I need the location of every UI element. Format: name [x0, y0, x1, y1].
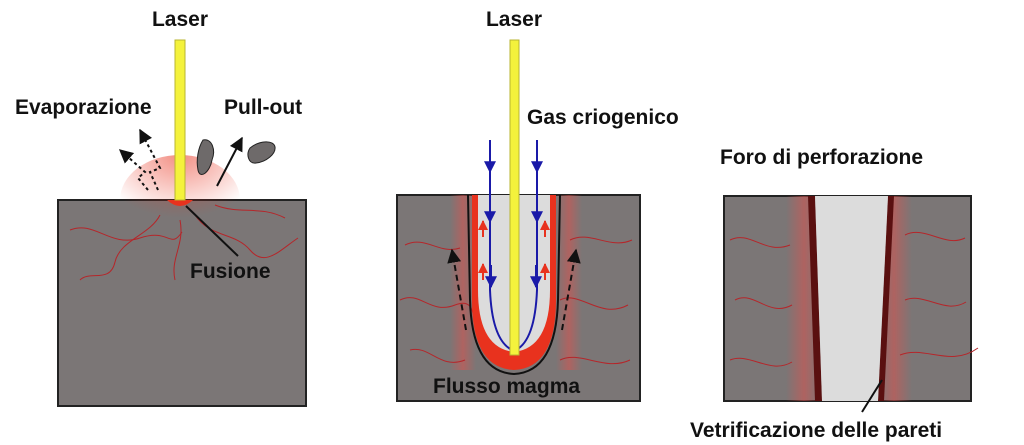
- evaporation-arrow: [139, 128, 162, 191]
- borehole-title: Foro di perforazione: [720, 146, 923, 169]
- magma-flow-arrow: [561, 248, 581, 331]
- vitrification-pointer: [861, 379, 883, 413]
- evaporation-label: Evaporazione: [15, 96, 152, 119]
- magma-label: Flusso magma: [433, 375, 580, 398]
- evaporation-arrow: [118, 149, 149, 191]
- laser-label: Laser: [152, 8, 208, 31]
- micro-cracks: [729, 231, 979, 367]
- borehole: [815, 196, 888, 401]
- pullout-arrow: [216, 136, 243, 187]
- fusion-label: Fusione: [190, 260, 271, 283]
- gas-flow-arrow: [515, 140, 538, 351]
- vitrification-label: Vetrificazione delle pareti: [690, 419, 942, 442]
- melt-pool: [167, 200, 193, 206]
- panel-borehole: Foro di perforazione Vetrificazione dell…: [690, 146, 979, 442]
- vitrified-wall-left: [808, 196, 822, 401]
- borehole-rim: [467, 194, 561, 376]
- panel-cryogenic-drilling: Laser Gas criogenico Flusso magma: [396, 8, 679, 402]
- heat-zone-left: [450, 195, 476, 370]
- laser-beam: [509, 39, 520, 356]
- laser-label: Laser: [486, 8, 542, 31]
- vitrified-wall-right: [878, 196, 894, 401]
- micro-cracks: [69, 204, 299, 281]
- laser-beam: [174, 39, 186, 201]
- pullout-fragment: [196, 139, 215, 175]
- pullout-label: Pull-out: [224, 96, 302, 119]
- fusion-pointer: [185, 205, 239, 257]
- panel-surface-ablation: Laser Evaporazione Pull-out Fusione: [15, 8, 307, 407]
- pullout-fragment: [247, 141, 276, 164]
- gas-flow-arrow: [489, 140, 513, 351]
- magma-flow-arrow: [447, 248, 467, 331]
- gas-label: Gas criogenico: [527, 106, 679, 129]
